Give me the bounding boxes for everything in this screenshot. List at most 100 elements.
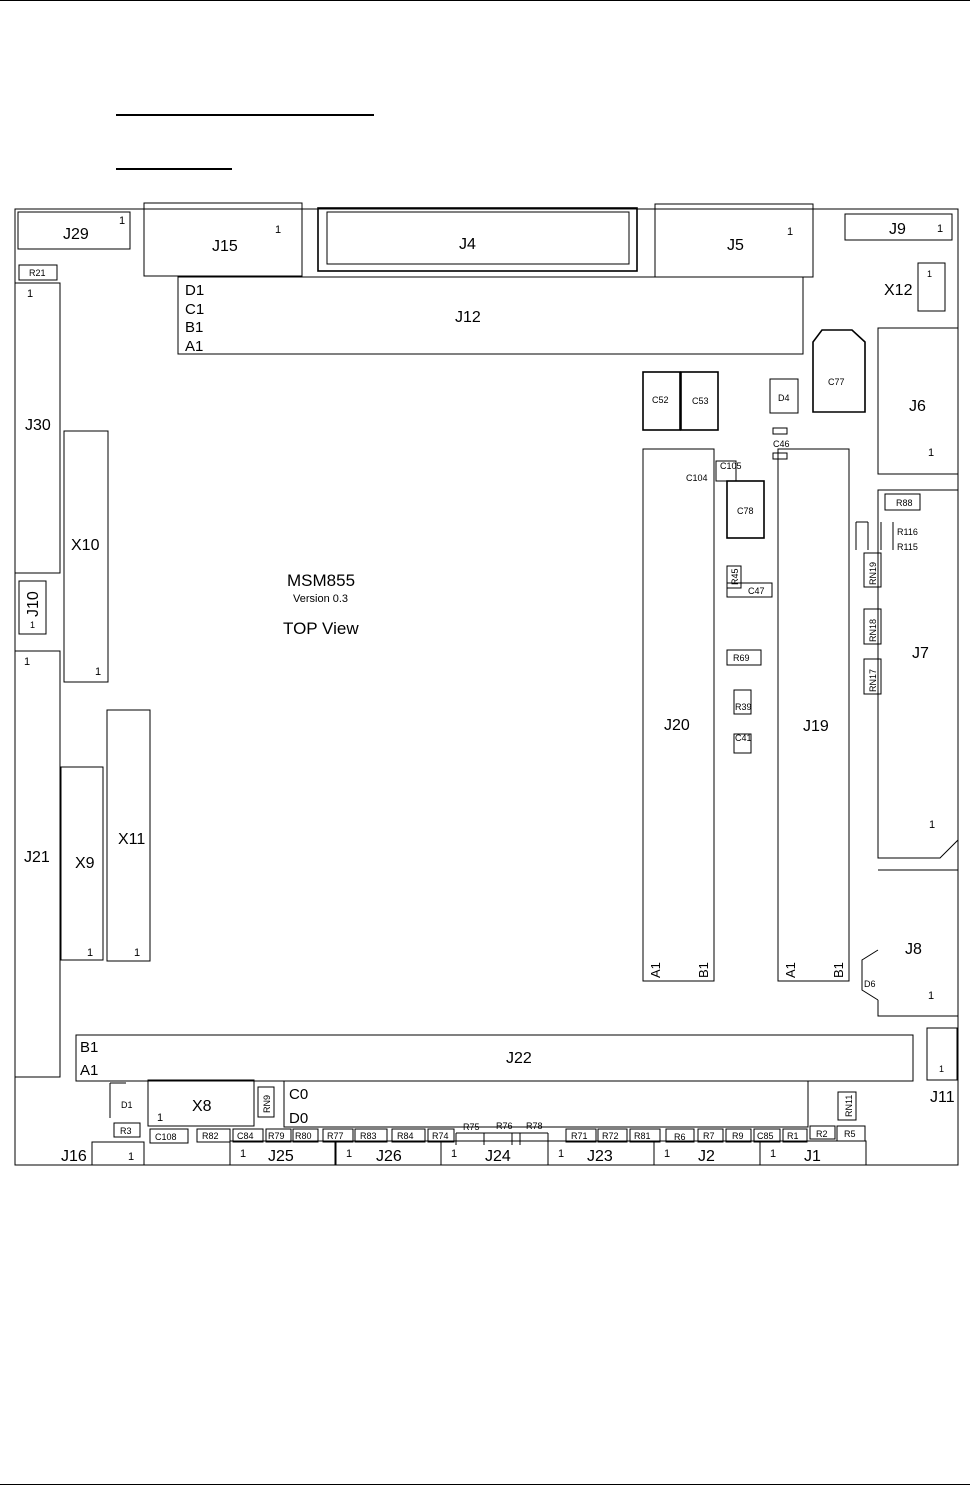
label-j8p: 1 xyxy=(928,990,934,1002)
c53-capacitor xyxy=(680,371,719,431)
c108-capacitor xyxy=(149,1128,189,1144)
label-j26p: 1 xyxy=(346,1148,352,1160)
label-r69: R69 xyxy=(733,653,750,663)
label-x9p: 1 xyxy=(87,947,93,959)
label-c41: C41 xyxy=(735,733,752,743)
j4-slot xyxy=(326,211,630,265)
label-c108: C108 xyxy=(155,1132,177,1142)
j29-connector xyxy=(17,211,131,250)
label-r76: R76 xyxy=(496,1121,513,1131)
j20-connector xyxy=(642,448,715,982)
label-j24: J24 xyxy=(485,1148,511,1165)
c47-capacitor xyxy=(726,582,773,598)
label-j8: J8 xyxy=(905,941,922,958)
x11-connector xyxy=(106,709,151,962)
label-j2p: 1 xyxy=(664,1148,670,1160)
j4-connector xyxy=(317,207,638,272)
r9-resistor xyxy=(725,1128,752,1143)
label-j25p: 1 xyxy=(240,1148,246,1160)
view-label: TOP View xyxy=(283,619,359,638)
label-j5p: 1 xyxy=(787,226,793,238)
label-r83: R83 xyxy=(360,1131,377,1141)
c77-capacitor xyxy=(812,329,866,413)
label-x10: X10 xyxy=(71,537,100,554)
label-j21p: 1 xyxy=(24,656,30,668)
label-rn17: RN17 xyxy=(868,669,878,692)
r6-resistor xyxy=(665,1128,695,1143)
label-r5: R5 xyxy=(844,1129,856,1139)
c84-capacitor xyxy=(232,1128,264,1143)
label-r45: R45 xyxy=(730,568,740,585)
label-j30p: 1 xyxy=(27,288,33,300)
label-r71: R71 xyxy=(571,1131,588,1141)
label-r9: R9 xyxy=(732,1131,744,1141)
r81-resistor xyxy=(629,1128,661,1143)
label-j26: J26 xyxy=(376,1148,402,1165)
label-c52: C52 xyxy=(652,395,669,405)
r82-resistor xyxy=(196,1128,231,1143)
label-j22: J22 xyxy=(506,1050,532,1067)
j21-connector xyxy=(14,650,61,1078)
rn19-network xyxy=(863,552,882,588)
j10-connector xyxy=(18,580,47,635)
j7-connector xyxy=(877,489,959,859)
label-j4: J4 xyxy=(459,236,476,253)
label-j6p: 1 xyxy=(928,447,934,459)
board-outline xyxy=(14,208,959,1166)
label-j11: J11 xyxy=(930,1089,955,1106)
label-r2: R2 xyxy=(816,1129,828,1139)
j9-connector xyxy=(844,213,953,241)
label-r21: R21 xyxy=(29,268,46,278)
r75-r76-r78-resistors xyxy=(455,1132,549,1145)
r88-resistor xyxy=(884,493,921,511)
r116-resistor xyxy=(855,521,869,550)
c46-pad-top xyxy=(772,427,788,435)
label-j10p: 1 xyxy=(30,620,35,630)
label-c0: C0 xyxy=(289,1086,308,1103)
label-rn11: RN11 xyxy=(844,1095,854,1117)
j22-connector xyxy=(75,1034,914,1082)
label-r79: R79 xyxy=(268,1131,285,1141)
d6-diode xyxy=(861,949,879,1001)
j11-connector xyxy=(926,1027,958,1081)
label-c84: C84 xyxy=(237,1131,254,1141)
label-r1: R1 xyxy=(787,1131,799,1141)
j16-connector xyxy=(91,1141,145,1166)
label-j7: J7 xyxy=(912,645,929,662)
label-d1: D1 xyxy=(121,1100,133,1110)
label-c85: C85 xyxy=(757,1131,774,1141)
label-x12: X12 xyxy=(884,282,913,299)
r7-resistor xyxy=(697,1128,724,1143)
r72-resistor xyxy=(597,1128,628,1143)
r69-resistor xyxy=(726,649,762,666)
c0-d0-connector xyxy=(283,1080,809,1128)
label-r78: R78 xyxy=(526,1121,543,1131)
label-c104: C104 xyxy=(686,473,708,483)
label-j22b: B1 xyxy=(80,1039,98,1056)
label-x11: X11 xyxy=(118,831,145,848)
label-r82: R82 xyxy=(202,1131,219,1141)
x12-connector xyxy=(917,262,946,312)
r21-resistor xyxy=(18,264,58,281)
x9-connector xyxy=(60,766,104,961)
label-j15: J15 xyxy=(212,238,238,255)
label-d6: D6 xyxy=(864,979,876,989)
r3-resistor xyxy=(113,1122,141,1138)
label-x9: X9 xyxy=(75,855,95,872)
label-r6: R6 xyxy=(674,1132,686,1142)
c85-capacitor xyxy=(753,1128,781,1143)
label-r72: R72 xyxy=(602,1131,619,1141)
j8-connector xyxy=(877,869,959,1017)
label-j23p: 1 xyxy=(558,1148,564,1160)
label-j29p: 1 xyxy=(119,215,125,227)
label-c78: C78 xyxy=(737,506,754,516)
d4-diode xyxy=(769,378,799,414)
label-j29: J29 xyxy=(63,226,89,243)
label-c46: C46 xyxy=(773,439,790,449)
label-x12p: 1 xyxy=(927,269,932,279)
label-r84: R84 xyxy=(397,1131,414,1141)
label-rn19: RN19 xyxy=(868,562,878,585)
j6-connector xyxy=(877,327,959,475)
label-r3: R3 xyxy=(120,1126,132,1136)
